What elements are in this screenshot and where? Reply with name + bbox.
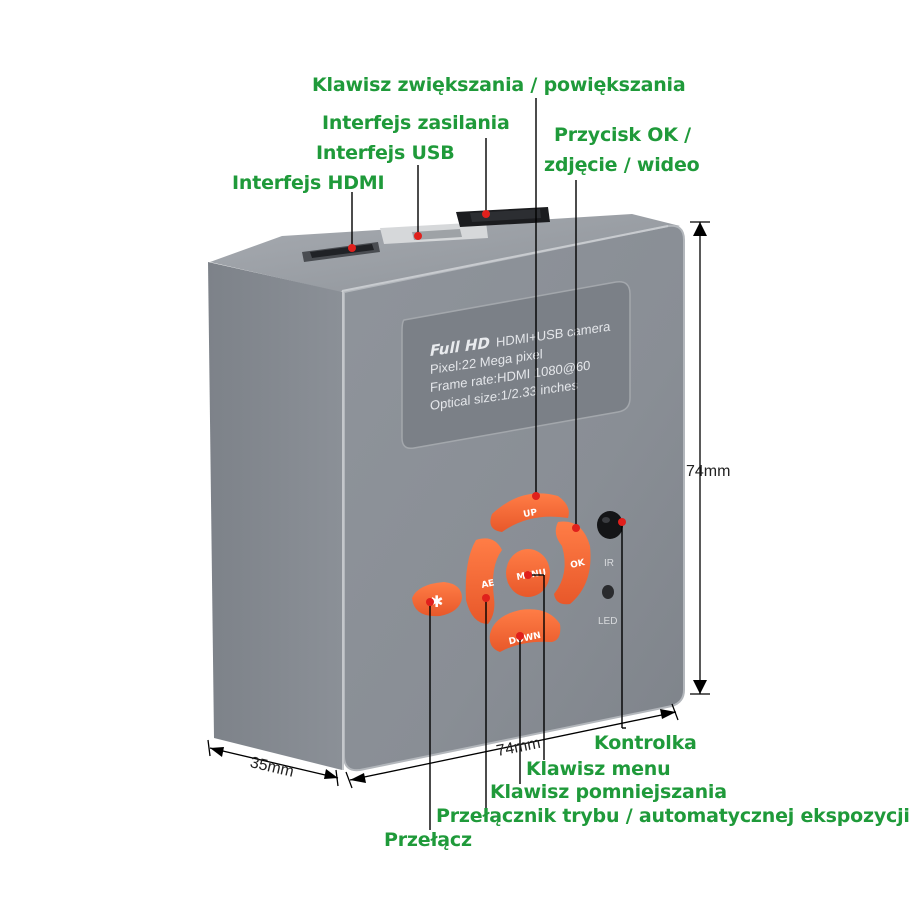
height-label: 74mm bbox=[686, 463, 730, 480]
pointer-lines bbox=[351, 98, 626, 830]
ok-button-label: OK bbox=[569, 558, 586, 571]
label-mode-ae-switch: Przełącznik trybu / automatycznej ekspoz… bbox=[436, 805, 910, 827]
label-power-interface: Interfejs zasilania bbox=[322, 112, 510, 134]
up-button-label: UP bbox=[523, 508, 539, 520]
depth-label: 35mm bbox=[248, 754, 295, 781]
ae-button-label: AE bbox=[480, 578, 495, 591]
label-switch: Przełącz bbox=[384, 829, 472, 851]
camera-body: Full HD HDMI+USB camera Pixel:22 Mega pi… bbox=[208, 207, 685, 772]
ir-label: IR bbox=[604, 558, 614, 569]
label-zoom-in-key: Klawisz zwiększania / powiększania bbox=[312, 74, 686, 96]
hdmi-port bbox=[302, 242, 380, 262]
dimension-height bbox=[690, 221, 710, 695]
label-usb-interface: Interfejs USB bbox=[316, 142, 455, 164]
label-plate: Full HD HDMI+USB camera Pixel:22 Mega pi… bbox=[401, 281, 631, 450]
ir-sensor: IR bbox=[597, 511, 623, 569]
label-ok-button-line2: zdjęcie / wideo bbox=[544, 154, 700, 176]
led-indicator: LED bbox=[598, 585, 617, 627]
led-label: LED bbox=[598, 616, 617, 627]
label-indicator: Kontrolka bbox=[594, 732, 697, 754]
up-button[interactable]: UP bbox=[490, 493, 569, 532]
dimension-depth bbox=[207, 739, 339, 787]
star-button[interactable]: ✱ bbox=[412, 582, 462, 617]
top-face bbox=[210, 214, 680, 292]
dimension-width bbox=[345, 703, 679, 789]
ae-button[interactable]: AE bbox=[465, 538, 502, 624]
pointer-dots bbox=[348, 210, 626, 640]
left-side-face bbox=[208, 262, 342, 770]
star-button-label: ✱ bbox=[430, 592, 443, 611]
label-hdmi-interface: Interfejs HDMI bbox=[232, 172, 385, 194]
label-zoom-out-key: Klawisz pomniejszania bbox=[490, 781, 727, 803]
ok-button[interactable]: OK bbox=[554, 521, 591, 605]
label-menu-key: Klawisz menu bbox=[526, 758, 671, 780]
label-ok-button-line1: Przycisk OK / bbox=[554, 124, 691, 146]
usb-port bbox=[380, 222, 488, 244]
